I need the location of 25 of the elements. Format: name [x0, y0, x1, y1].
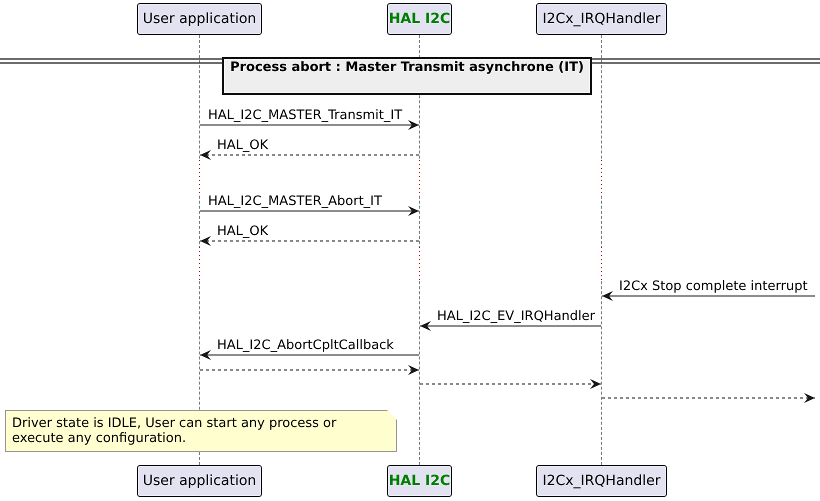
message-arrow	[420, 379, 602, 389]
participant-box: I2Cx_IRQHandler	[536, 465, 667, 497]
participant-box: User application	[137, 465, 262, 497]
message-label: HAL_I2C_MASTER_Abort_IT	[207, 194, 383, 209]
message-arrow	[602, 291, 816, 301]
message-label: HAL_I2C_EV_IRQHandler	[436, 309, 596, 324]
message-label: I2Cx Stop complete interrupt	[618, 279, 809, 294]
message-arrow	[420, 321, 602, 331]
message-arrow	[602, 393, 816, 403]
participant-box: I2Cx_IRQHandler	[536, 3, 667, 35]
participant-box: User application	[137, 3, 262, 35]
lifeline	[601, 35, 602, 465]
message-label: HAL_OK	[216, 138, 270, 153]
message-arrow	[200, 206, 420, 216]
message-label: HAL_I2C_AbortCpltCallback	[216, 338, 395, 353]
note: Driver state is IDLE, User can start any process or execute any configuration.	[5, 410, 397, 452]
participant-box: HAL I2C	[387, 3, 452, 35]
message-arrow	[200, 365, 420, 375]
message-arrow	[200, 150, 420, 160]
participant-box: HAL I2C	[387, 465, 452, 497]
message-arrow	[200, 236, 420, 246]
message-label: HAL_I2C_MASTER_Transmit_IT	[207, 108, 404, 123]
message-arrow	[200, 120, 420, 130]
message-label: HAL_OK	[216, 224, 270, 239]
message-arrow	[200, 350, 420, 360]
